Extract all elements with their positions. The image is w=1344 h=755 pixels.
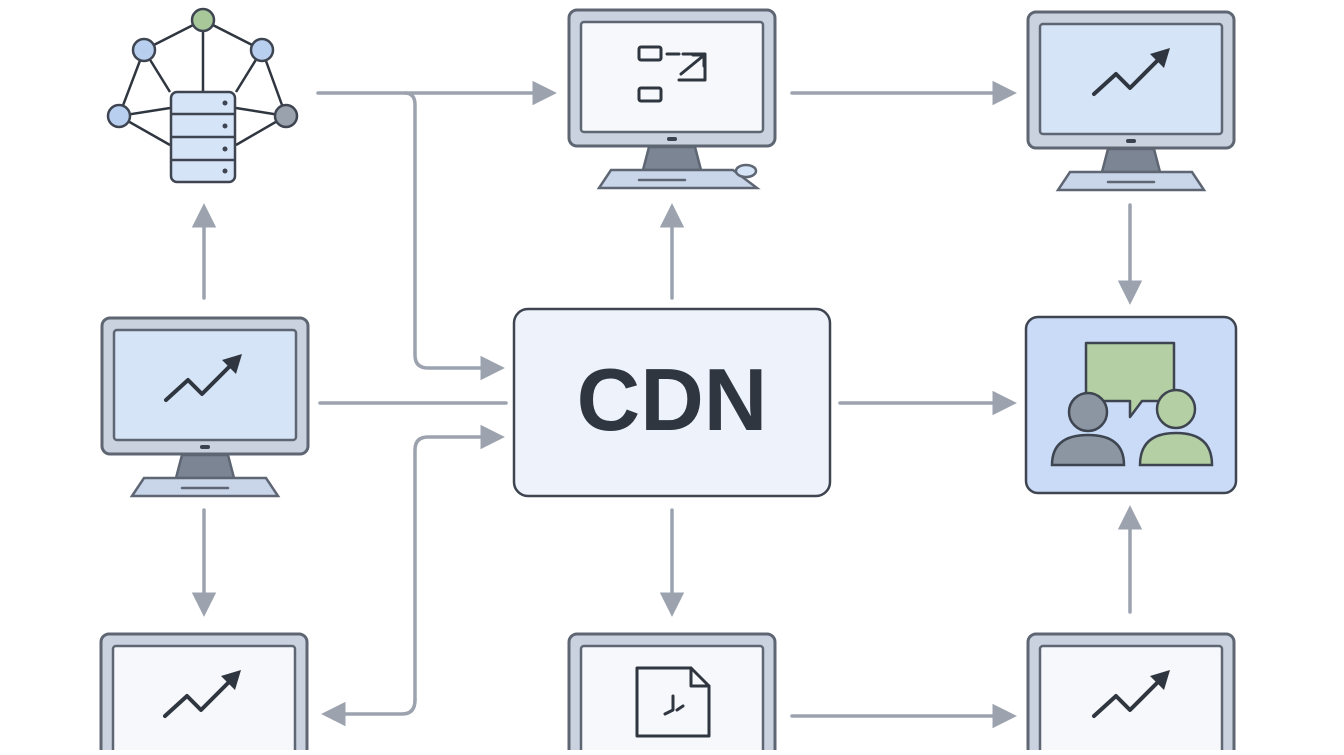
- database-network-icon: [106, 7, 299, 184]
- users-chat-icon: [1024, 315, 1238, 495]
- connectors: [191, 80, 1143, 729]
- monitor-trend-icon: [1026, 632, 1236, 755]
- cdn-node: CDN: [512, 307, 832, 498]
- monitor-trend-icon: [1026, 10, 1236, 192]
- cdn-label: CDN: [577, 350, 768, 449]
- monitor-trend-icon: [99, 632, 309, 755]
- monitor-flowchart-icon: [567, 8, 777, 190]
- arrow-database-to-cdn: [403, 91, 505, 381]
- monitor-document-clock-icon: [567, 632, 777, 755]
- arrow-cdn-to-bottom-left: [321, 698, 417, 727]
- arrow-bottom-to-cdn: [413, 424, 505, 702]
- monitor-trend-icon: [100, 316, 310, 498]
